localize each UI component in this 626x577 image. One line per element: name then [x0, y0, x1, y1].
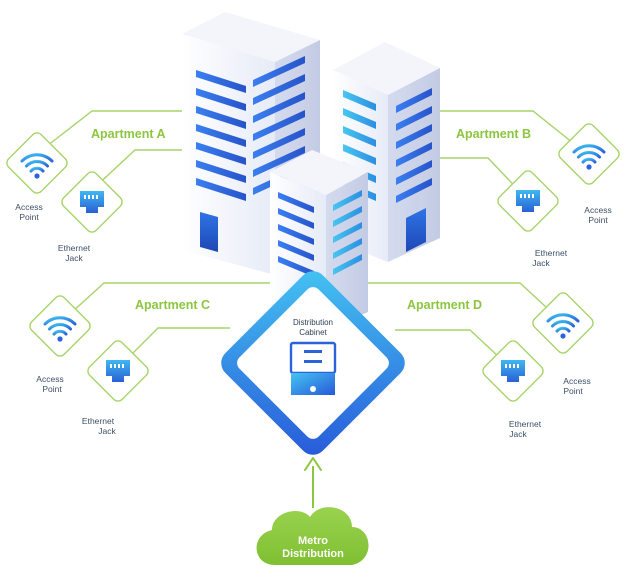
uplink-arrow — [304, 457, 322, 508]
access-point-b-label-2: Point — [588, 215, 608, 225]
apartment-b-label: Apartment B — [456, 127, 531, 141]
building-left — [182, 12, 320, 275]
access-point-b-label-1: Access — [584, 205, 611, 215]
cloud-label-line2: Distribution — [282, 548, 344, 560]
cabinet-label-line1: Distribution — [293, 318, 333, 327]
apartment-c-label: Apartment C — [135, 298, 210, 312]
cloud-label-line1: Metro — [298, 535, 328, 547]
access-point-a-label-2: Point — [19, 212, 39, 222]
metro-distribution-cloud: Metro Distribution — [256, 507, 369, 565]
access-point-a-label-1: Access — [15, 202, 42, 212]
ethernet-jack-d-label-1: Ethernet — [509, 419, 542, 429]
ethernet-jack-c-label-2: Jack — [98, 426, 116, 436]
building-right-door — [406, 208, 426, 252]
server-cabinet-icon — [289, 341, 337, 395]
ethernet-jack-d-label-2: Jack — [509, 429, 527, 439]
access-point-d-label-1: Access — [563, 376, 590, 386]
access-point-c-label-1: Access — [36, 374, 63, 384]
cabinet-label-line2: Cabinet — [299, 328, 327, 337]
access-point-c-label-2: Point — [42, 384, 62, 394]
ethernet-jack-a-label-1: Ethernet — [58, 243, 91, 253]
access-point-d-label-2: Point — [563, 386, 583, 396]
ethernet-jack-b-label-2: Jack — [532, 258, 550, 268]
apartment-d-label: Apartment D — [407, 298, 482, 312]
distribution-cabinet: Distribution Cabinet BATTERY BACKUP — [221, 271, 405, 455]
ethernet-jack-c-label-1: Ethernet — [82, 416, 115, 426]
ethernet-jack-b-label-1: Ethernet — [535, 248, 568, 258]
building-left-door — [200, 212, 218, 252]
ethernet-jack-a-label-2: Jack — [65, 253, 83, 263]
line-apt-a-jack — [91, 149, 205, 191]
apartment-a-label: Apartment A — [91, 127, 166, 141]
line-apt-a-ap — [37, 110, 205, 154]
